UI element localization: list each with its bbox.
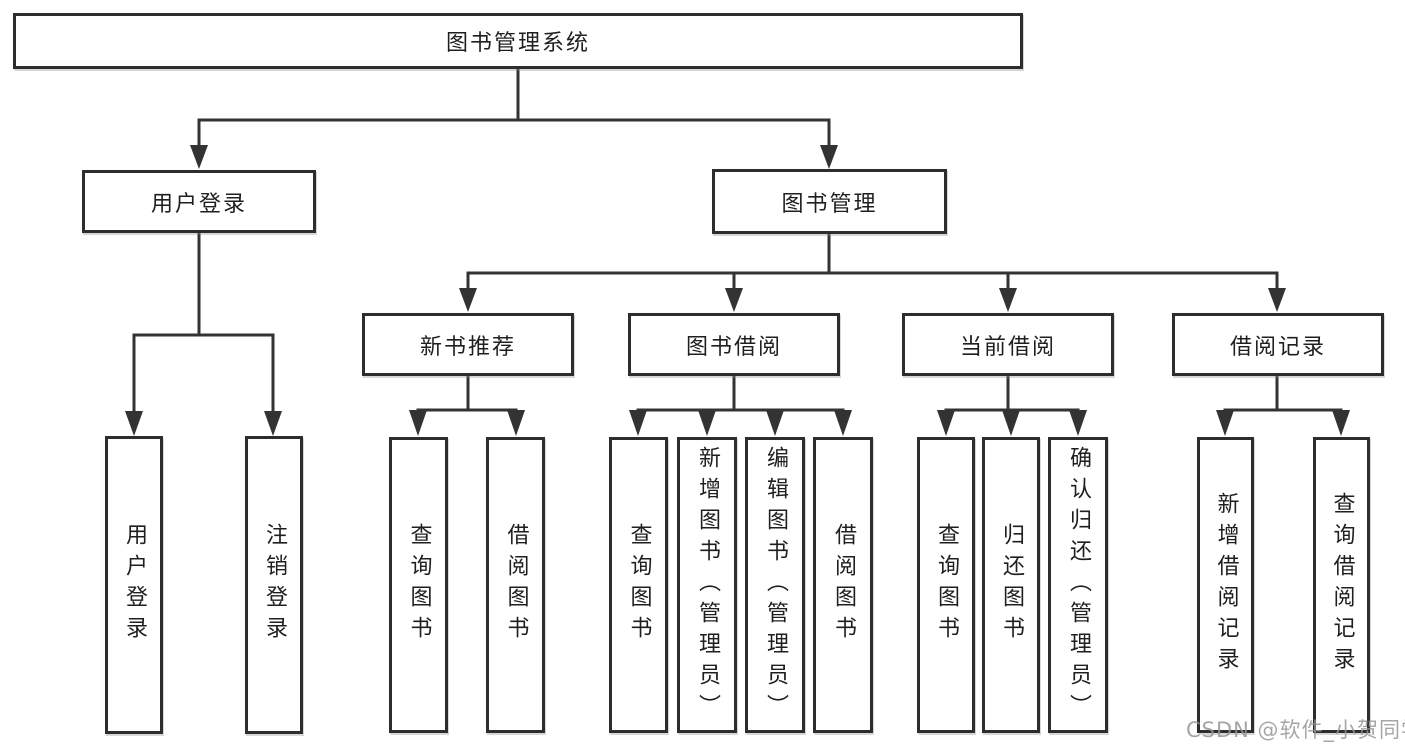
node-logout-label: 注销登录	[262, 523, 287, 647]
node-return-books: 归还图书	[982, 437, 1040, 733]
node-search-books-current: 查询图书	[917, 437, 975, 733]
node-add-book-admin-label: 新增图书（管理员）	[695, 445, 720, 725]
node-new-book-recommendation-label: 新书推荐	[419, 334, 516, 360]
connector-borrow-record-children	[1216, 374, 1350, 436]
arrowhead	[834, 410, 852, 436]
arrowhead	[766, 410, 784, 436]
arrowhead	[1332, 410, 1350, 436]
node-borrow-books-recommend-label: 借阅图书	[503, 523, 529, 647]
node-borrowing-records: 借阅记录	[1172, 313, 1384, 376]
node-logout: 注销登录	[245, 436, 303, 734]
arrowhead	[1002, 410, 1020, 436]
connector-current-borrow-children	[937, 374, 1087, 436]
node-book-management-label: 图书管理	[781, 191, 878, 217]
arrowhead	[507, 410, 525, 436]
node-search-books-recommend: 查询图书	[389, 437, 448, 733]
arrowhead	[1216, 410, 1234, 436]
node-new-book-recommendation: 新书推荐	[362, 313, 574, 376]
watermark: CSDN @软件_小贺同学	[1186, 718, 1405, 742]
node-root-label: 图书管理系统	[445, 31, 590, 56]
node-search-books-recommend-label: 查询图书	[406, 523, 432, 647]
node-add-book-admin: 新增图书（管理员）	[677, 437, 737, 733]
connector-user-login-children	[125, 231, 282, 436]
node-edit-book-admin-label: 编辑图书（管理员）	[763, 445, 788, 725]
node-search-borrow-record-label: 查询借阅记录	[1329, 492, 1355, 678]
node-add-borrow-record-label: 新增借阅记录	[1213, 492, 1239, 678]
arrowhead	[937, 410, 955, 436]
node-confirm-return-admin: 确认归还（管理员）	[1048, 437, 1108, 733]
node-borrow-books-recommend: 借阅图书	[486, 437, 545, 733]
connector-root-to-level2	[190, 67, 838, 169]
node-add-borrow-record: 新增借阅记录	[1197, 437, 1254, 733]
node-root: 图书管理系统	[13, 13, 1023, 69]
arrowhead	[999, 288, 1017, 312]
arrowhead	[1069, 410, 1087, 436]
node-search-books-borrow-label: 查询图书	[626, 523, 652, 647]
arrowhead	[820, 145, 838, 169]
node-search-books-borrow: 查询图书	[609, 437, 668, 733]
arrowhead	[1268, 288, 1286, 312]
node-confirm-return-admin-label: 确认归还（管理员）	[1066, 445, 1091, 725]
node-user-login: 用户登录	[82, 170, 316, 233]
connector-book-borrow-children	[629, 374, 852, 436]
connector-new-book-children	[409, 374, 525, 436]
node-return-books-label: 归还图书	[999, 523, 1024, 647]
node-current-borrowing-label: 当前借阅	[959, 334, 1056, 360]
node-book-management: 图书管理	[712, 169, 947, 234]
arrowhead	[409, 410, 427, 436]
node-edit-book-admin: 编辑图书（管理员）	[745, 437, 805, 733]
connector-book-management-children	[459, 232, 1286, 312]
arrowhead	[725, 288, 743, 312]
arrowhead	[698, 410, 716, 436]
node-user-login-label: 用户登录	[150, 191, 247, 217]
node-login-label: 用户登录	[122, 523, 147, 647]
arrowhead	[264, 411, 282, 436]
node-current-borrowing: 当前借阅	[902, 313, 1114, 376]
node-book-borrowing: 图书借阅	[628, 313, 840, 376]
arrowhead	[459, 288, 477, 312]
node-borrow-books-label: 借阅图书	[831, 523, 856, 647]
arrowhead	[190, 145, 208, 169]
node-search-borrow-record: 查询借阅记录	[1313, 437, 1370, 733]
arrowhead	[629, 410, 647, 436]
node-book-borrowing-label: 图书借阅	[685, 334, 782, 360]
node-borrow-books: 借阅图书	[813, 437, 873, 733]
arrowhead	[125, 411, 143, 436]
node-borrowing-records-label: 借阅记录	[1229, 334, 1326, 360]
node-search-books-current-label: 查询图书	[934, 523, 959, 647]
node-login: 用户登录	[105, 436, 163, 734]
